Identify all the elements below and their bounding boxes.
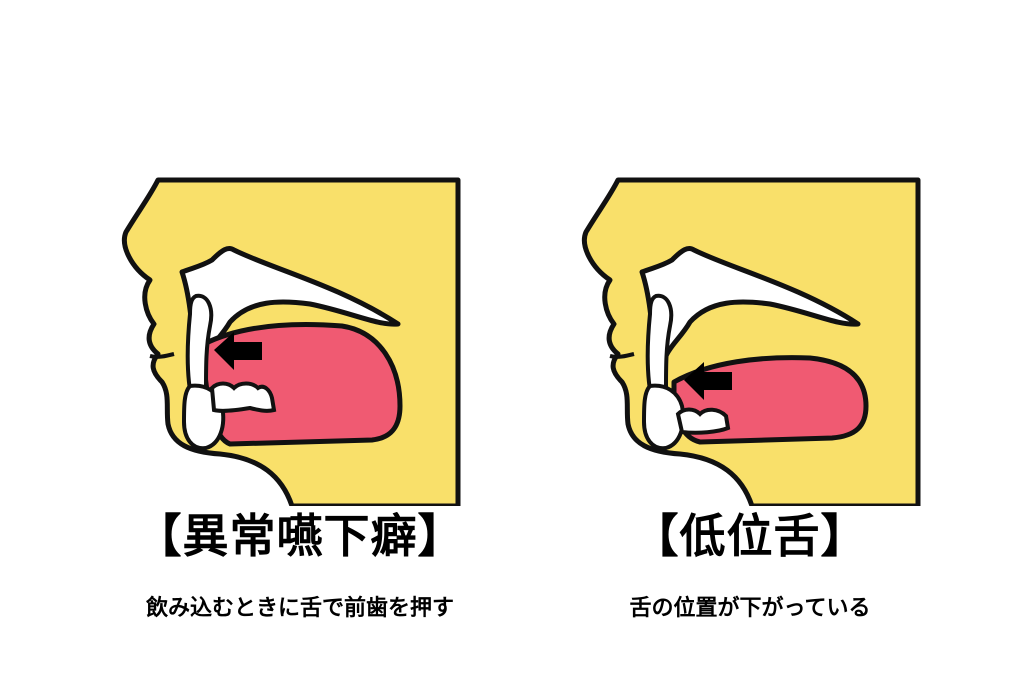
face-profile bbox=[582, 177, 921, 506]
diagram-low-tongue bbox=[570, 176, 930, 506]
panel-title-tongue-thrust: 【異常嚥下癖】 bbox=[135, 509, 465, 563]
back-teeth bbox=[675, 407, 731, 435]
panel-caption-low-tongue: 舌の位置が下がっている bbox=[629, 596, 871, 621]
lower-incisor bbox=[641, 383, 686, 451]
panel-caption-tongue-thrust: 飲み込むときに舌で前歯を押す bbox=[145, 596, 454, 621]
diagram-tongue-thrust bbox=[110, 176, 470, 506]
panel-title-low-tongue: 【低位舌】 bbox=[632, 509, 868, 563]
arrow-left-icon bbox=[214, 332, 262, 370]
mouth-cross-section-illustration bbox=[122, 177, 461, 506]
mouth-cross-section-illustration bbox=[582, 177, 921, 506]
back-teeth bbox=[209, 381, 277, 413]
arrow-left-icon bbox=[684, 362, 732, 400]
